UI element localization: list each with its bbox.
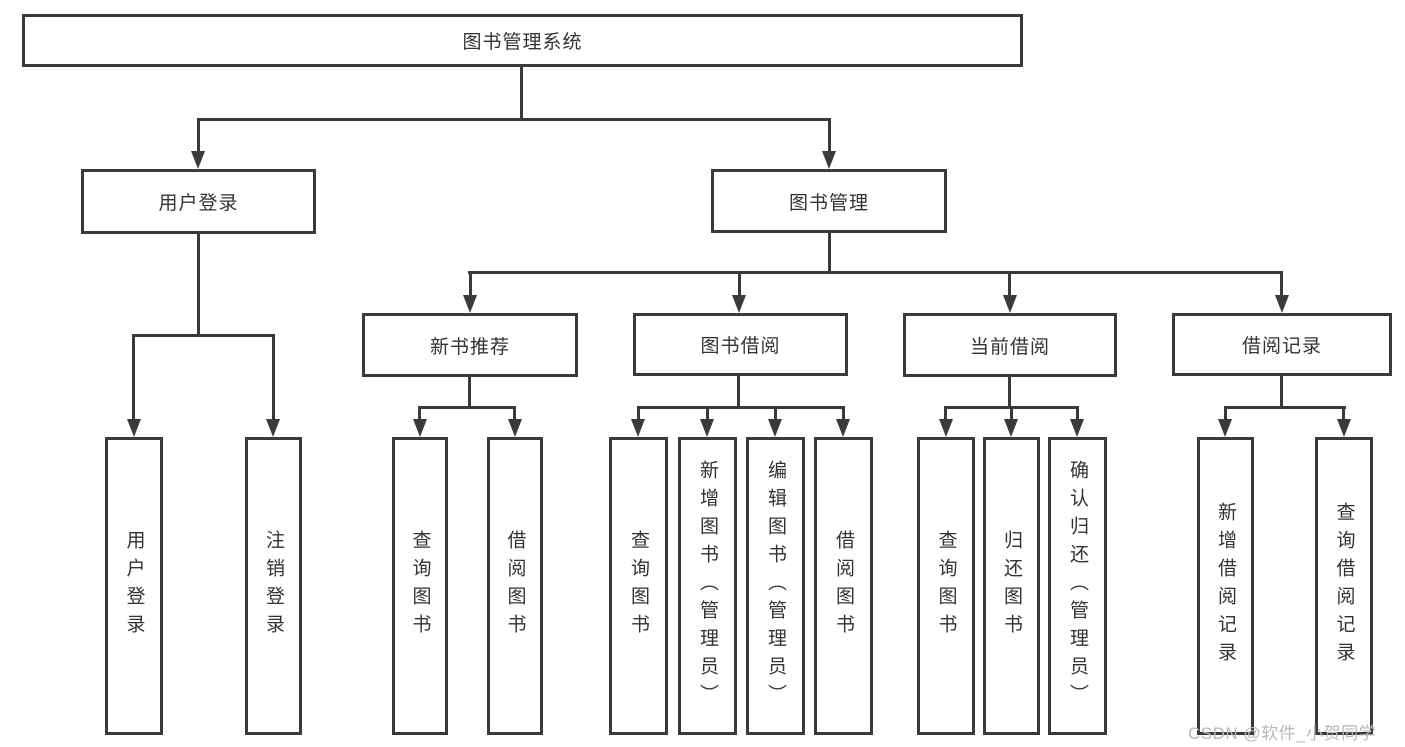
arrow-down-icon (822, 151, 836, 169)
watermark-text: CSDN @软件_小贺同学 (1188, 724, 1377, 743)
connector-stem (1010, 406, 1013, 419)
node-bb-add-books-admin: 新增图书（管理员） (678, 437, 737, 735)
node-logout-label: 注销登录 (263, 530, 284, 642)
node-bb-query-books-label: 查询图书 (628, 530, 649, 642)
connector-hline-user-login (132, 334, 275, 337)
connector-hline-new-book (418, 406, 516, 409)
connector-stem-user-login (197, 118, 200, 151)
connector-stem (706, 406, 709, 419)
node-root: 图书管理系统 (22, 14, 1023, 67)
arrow-down-icon (836, 419, 850, 437)
node-bb-edit-books-admin-label: 编辑图书（管理员） (765, 460, 786, 712)
node-nr-borrow-books: 借阅图书 (487, 437, 543, 735)
connector-hline-book-borrow (637, 406, 845, 409)
node-rec-query-record: 查询借阅记录 (1315, 437, 1373, 735)
node-borrow-records: 借阅记录 (1172, 313, 1392, 376)
arrow-down-icon (1275, 295, 1289, 313)
node-cb-confirm-return-admin-label: 确认归还（管理员） (1067, 460, 1088, 712)
connector-stem (842, 406, 845, 419)
connector-vline-root (520, 67, 523, 118)
connector-stem-book-borrow (738, 271, 741, 295)
arrow-down-icon (1070, 419, 1084, 437)
node-cb-query-books-label: 查询图书 (935, 530, 957, 642)
node-rec-query-record-label: 查询借阅记录 (1333, 502, 1355, 670)
arrow-down-icon (700, 419, 714, 437)
node-login-label: 用户登录 (123, 530, 145, 642)
node-cb-return-books-label: 归还图书 (1001, 530, 1022, 642)
arrow-down-icon (127, 419, 141, 437)
node-book-borrow-label: 图书借阅 (700, 336, 781, 357)
connector-stem-book-management (828, 118, 831, 151)
connector-vline-book-borrow (737, 376, 740, 406)
connector-hline-book-management (468, 271, 1283, 274)
node-bb-borrow-books: 借阅图书 (814, 437, 873, 735)
node-book-management: 图书管理 (711, 169, 947, 233)
connector-vline-borrow-records (1280, 376, 1283, 406)
arrow-down-icon (1337, 419, 1351, 437)
node-user-login: 用户登录 (81, 169, 316, 234)
connector-vline-book-management (828, 233, 831, 271)
node-login: 用户登录 (105, 437, 163, 735)
connector-stem (944, 406, 947, 419)
node-user-login-label: 用户登录 (158, 193, 239, 214)
node-cb-confirm-return-admin: 确认归还（管理员） (1048, 437, 1107, 735)
connector-vline-current-borrow (1008, 377, 1011, 406)
arrow-down-icon (631, 419, 645, 437)
arrow-down-icon (508, 419, 522, 437)
arrow-down-icon (463, 295, 477, 313)
node-logout: 注销登录 (245, 437, 302, 735)
connector-vline-user-login (197, 234, 200, 334)
node-new-book-recommend-label: 新书推荐 (429, 336, 510, 358)
node-bb-query-books: 查询图书 (609, 437, 668, 735)
connector-vline-new-book (468, 377, 471, 406)
node-bb-add-books-admin-label: 新增图书（管理员） (697, 460, 718, 712)
connector-stem-new-book (469, 271, 472, 295)
node-current-borrow-label: 当前借阅 (969, 336, 1050, 358)
node-borrow-records-label: 借阅记录 (1241, 336, 1322, 357)
arrow-down-icon (939, 419, 953, 437)
node-new-book-recommend: 新书推荐 (362, 313, 578, 377)
connector-hline-borrow-records (1224, 406, 1346, 409)
connector-stem (1076, 406, 1079, 419)
connector-stem (418, 406, 421, 419)
node-current-borrow: 当前借阅 (903, 313, 1117, 377)
arrow-down-icon (266, 419, 280, 437)
node-nr-query-books-label: 查询图书 (409, 530, 431, 642)
node-bb-edit-books-admin: 编辑图书（管理员） (746, 437, 805, 735)
connector-hline-root (197, 118, 831, 121)
node-cb-return-books: 归还图书 (983, 437, 1040, 735)
arrow-down-icon (413, 419, 427, 437)
node-book-management-label: 图书管理 (788, 192, 869, 214)
connector-stem-borrow-records (1280, 271, 1283, 295)
arrow-down-icon (1003, 295, 1017, 313)
connector-stem-current-borrow (1008, 271, 1011, 295)
connector-stem (774, 406, 777, 419)
arrow-down-icon (191, 151, 205, 169)
node-cb-query-books: 查询图书 (917, 437, 975, 735)
connector-stem-login (132, 334, 135, 419)
node-book-borrow: 图书借阅 (633, 313, 848, 376)
arrow-down-icon (1004, 419, 1018, 437)
connector-stem (1224, 406, 1227, 419)
connector-stem-logout (272, 334, 275, 419)
node-root-label: 图书管理系统 (462, 32, 583, 53)
node-rec-add-record-label: 新增借阅记录 (1215, 502, 1236, 670)
node-nr-query-books: 查询图书 (392, 437, 448, 735)
node-nr-borrow-books-label: 借阅图书 (504, 530, 526, 642)
node-bb-borrow-books-label: 借阅图书 (833, 530, 854, 642)
connector-stem (513, 406, 516, 419)
connector-stem (637, 406, 640, 419)
arrow-down-icon (1218, 419, 1232, 437)
node-rec-add-record: 新增借阅记录 (1197, 437, 1254, 735)
arrow-down-icon (768, 419, 782, 437)
connector-stem (1342, 406, 1345, 419)
arrow-down-icon (732, 295, 746, 313)
